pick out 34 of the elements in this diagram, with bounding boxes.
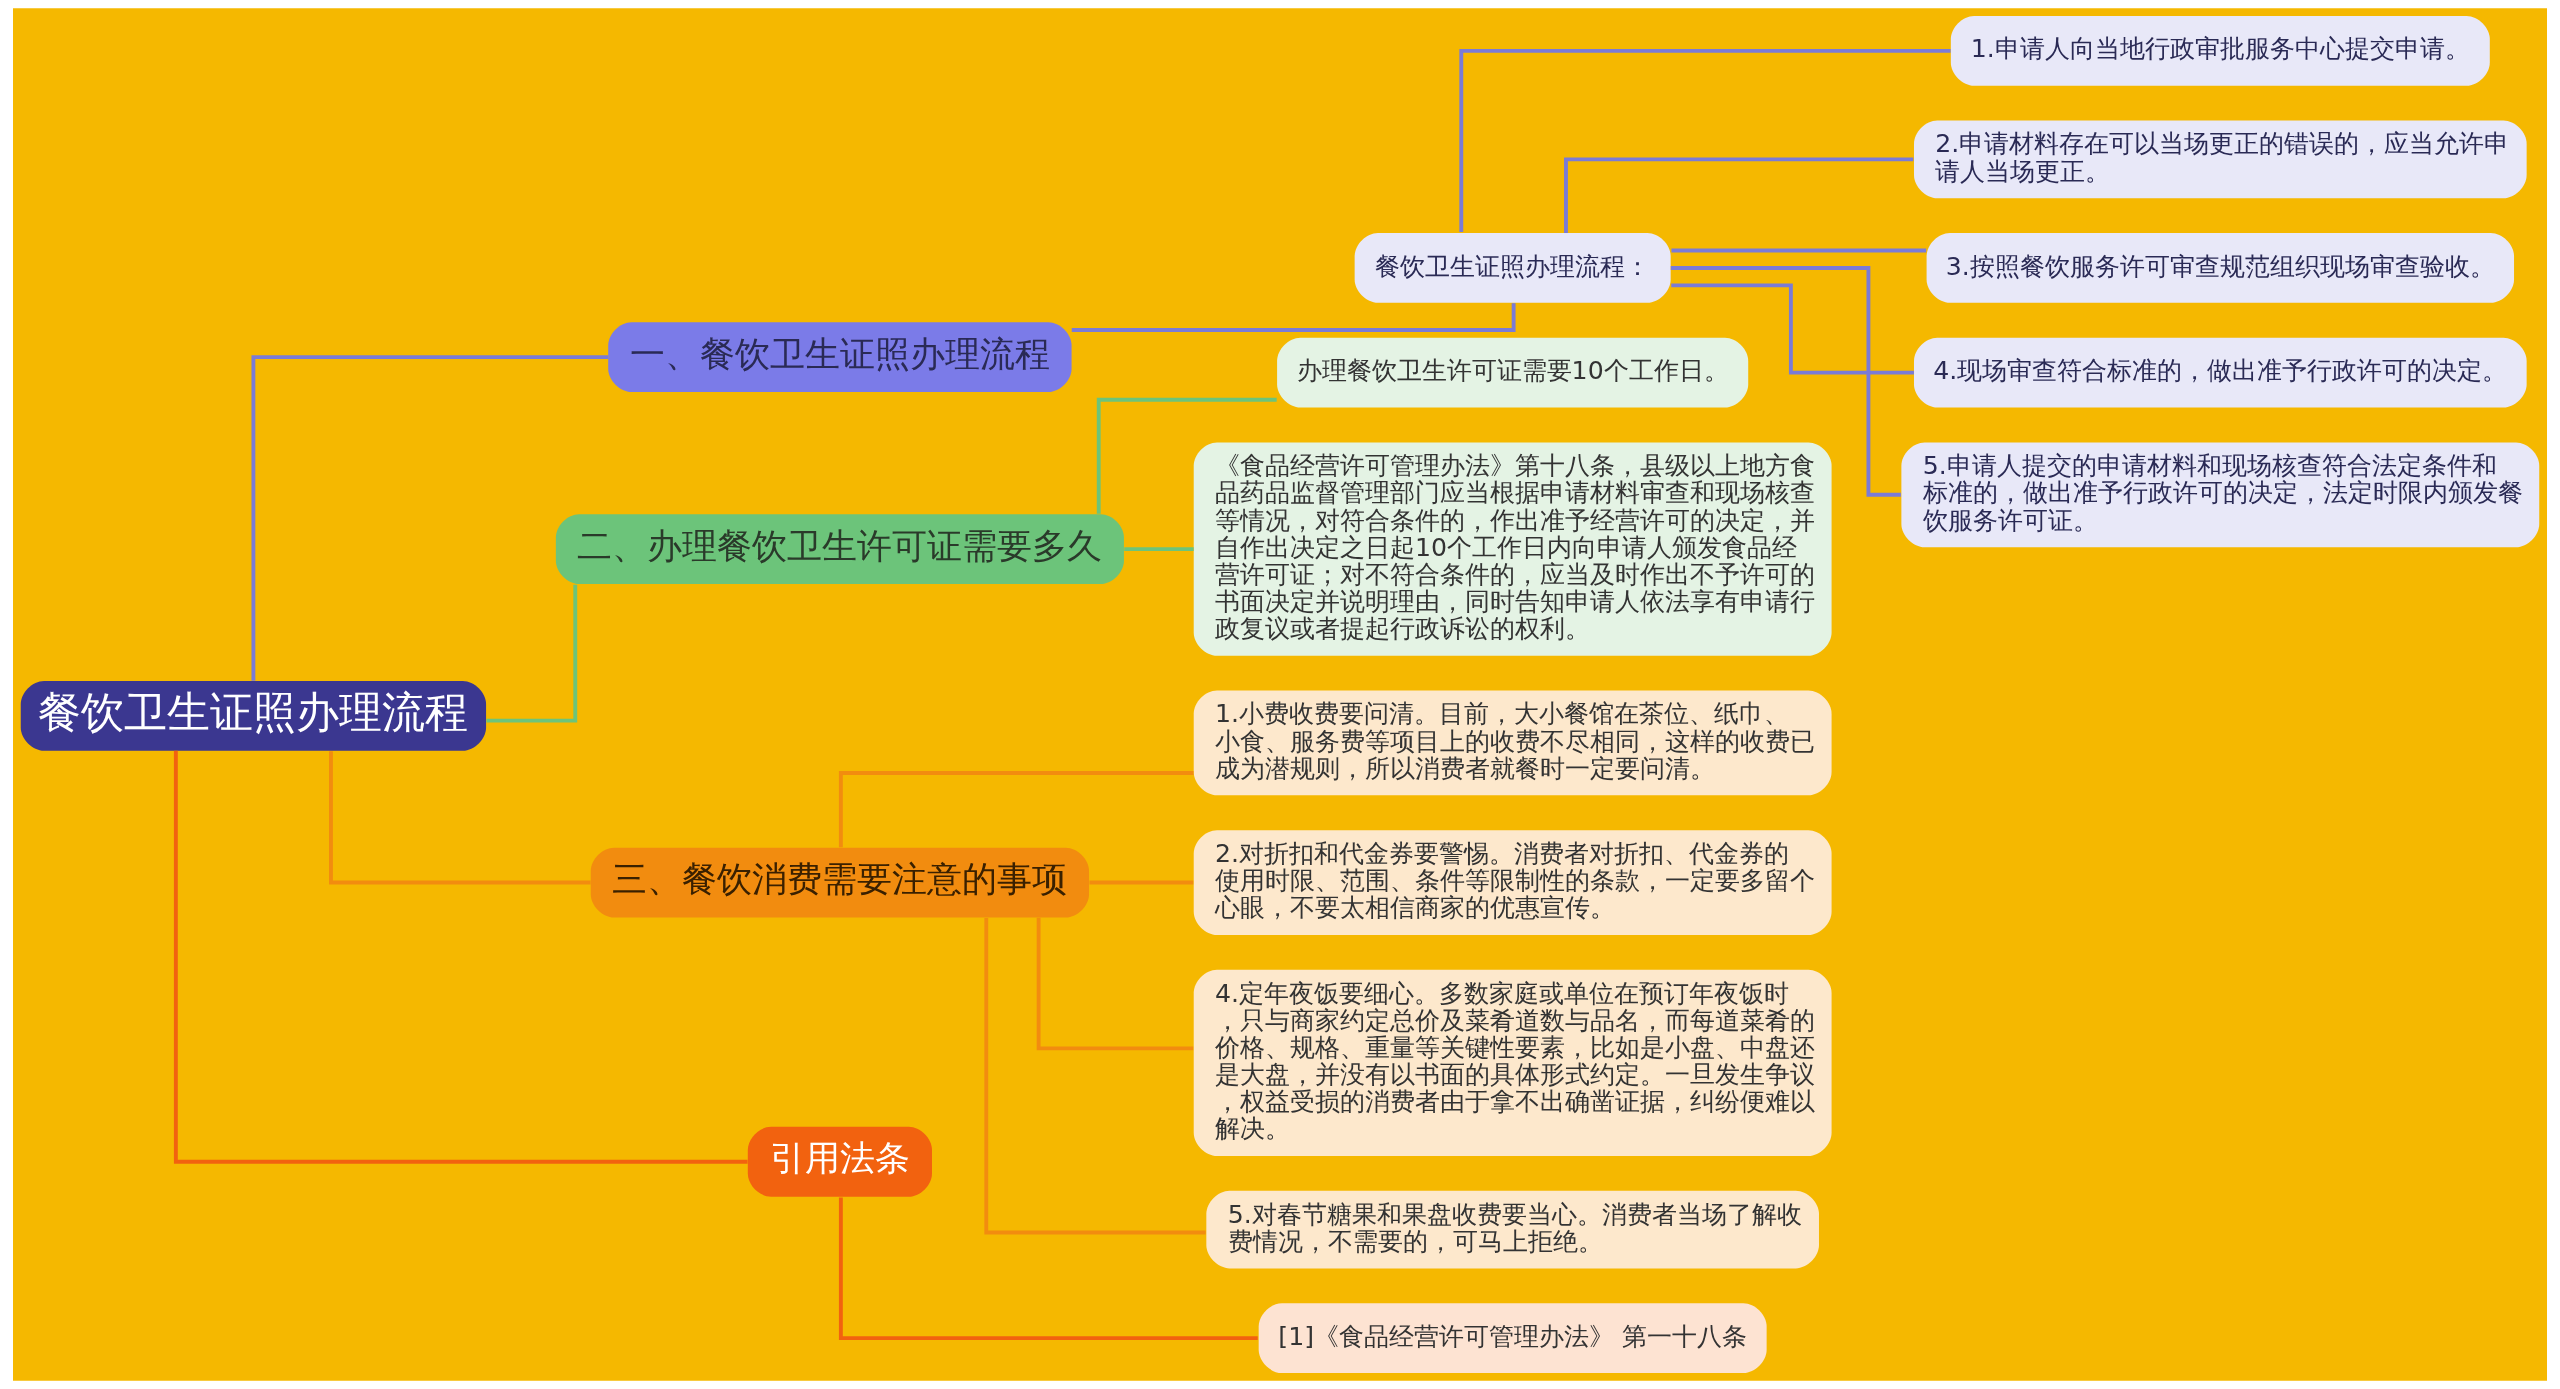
node-box: [1]《食品经营许可管理办法》 第一十八条 — [1258, 1303, 1767, 1374]
node-box: 5.申请人提交的申请材料和现场核查符合法定条件和标准的，做出准予行政许可的决定，法定时限内颁发餐饮服务许可证。 — [1901, 442, 2540, 548]
connector — [1671, 283, 1914, 375]
node-box: 4.现场审查符合标准的，做出准予行政许可的决定。 — [1914, 337, 2527, 408]
node-box: 二、办理餐饮卫生许可证需要多久 — [555, 514, 1124, 584]
node-box: 餐饮卫生证照办理流程 — [20, 680, 487, 751]
node-box: 5.对春节糖果和果盘收费要当心。消费者当场了解收费情况，不需要的，可马上拒绝。 — [1206, 1190, 1819, 1269]
connector — [1071, 303, 1516, 332]
node-box: 2.对折扣和代金券要警惕。消费者对折扣、代金券的使用时限、范围、条件等限制性的条款，一定要多留个心眼，不要太相信商家的优惠宣传。 — [1193, 830, 1832, 935]
node-box: 一、餐饮卫生证照办理流程 — [608, 322, 1072, 393]
connector — [984, 918, 1206, 1235]
connector — [486, 584, 578, 723]
connector — [173, 750, 748, 1164]
connector — [1124, 547, 1194, 552]
node-box: 2.申请材料存在可以当场更正的错误的，应当允许申请人当场更正。 — [1914, 120, 2527, 199]
connector — [1671, 248, 1927, 253]
connector — [838, 771, 1194, 848]
node-box: 4.定年夜饭要细心。多数家庭或单位在预订年夜饭时，只与商家约定总价及菜肴道数与品名，而每道菜肴的价格、规格、重量等关键性要素，比如是小盘、中盘还是大盘，并没有以书面的具体形式约定。一旦发生争议，权益受损的消费者由于拿不出确凿证据，纠纷便难以解决。 — [1193, 969, 1832, 1156]
node-box: 三、餐饮消费需要注意的事项 — [590, 847, 1090, 918]
node-box: 1.申请人向当地行政审批服务中心提交申请。 — [1950, 15, 2490, 86]
connector — [1036, 917, 1194, 1051]
connector — [838, 1197, 1258, 1341]
node-box: 《食品经营许可管理办法》第十八条，县级以上地方食品药品监督管理部门应当根据申请材料审查和现场核查等情况，对符合条件的，作出准予经营许可的决定，并自作出决定之日起10个工作日内向申请人颁发食品经营许可证；对不符合条件的，应当及时作出不予许可的书面决定并说明理由，同时告知申请人依法享有申请行政复议或者提起行政诉讼的权利。 — [1193, 442, 1832, 656]
node-box: 1.小费收费要问清。目前，大小餐馆在茶位、纸巾、小食、服务费等项目上的收费不尽相同，这样的收费已成为潜规则，所以消费者就餐时一定要问清。 — [1193, 690, 1832, 796]
connector — [1096, 397, 1277, 514]
connector — [1459, 48, 1951, 233]
connector — [251, 355, 609, 681]
connector — [1089, 880, 1194, 885]
connector — [1564, 157, 1914, 233]
connector — [329, 751, 591, 885]
node-box: 3.按照餐饮服务许可审查规范组织现场审查验收。 — [1926, 233, 2515, 303]
node-box: 餐饮卫生证照办理流程： — [1354, 233, 1671, 303]
node-box: 办理餐饮卫生许可证需要10个工作日。 — [1277, 337, 1749, 408]
node-box: 引用法条 — [747, 1126, 932, 1197]
